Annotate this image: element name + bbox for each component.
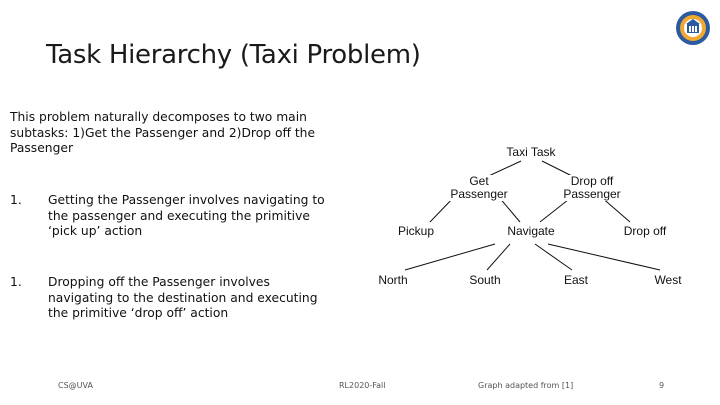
node-south: South [469,273,501,287]
node-navigate: Navigate [507,224,555,238]
edge-navigate-west [547,243,661,271]
intro-text: This problem naturally decomposes to two… [10,110,316,155]
node-get-passenger: Get Passenger [447,175,511,201]
node-drop-off: Drop off [623,224,667,238]
node-north: North [378,273,408,287]
bullet-text: Getting the Passenger involves navigatin… [48,193,325,238]
edge-navigate-south [486,243,511,271]
bullet-number: 1. [10,275,22,289]
node-west: West [654,273,682,287]
bullet-text: Dropping off the Passenger involves navi… [48,275,318,320]
node-drop-off-passenger: Drop off Passenger [560,175,624,201]
footer-credit: Graph adapted from [1] [478,381,574,390]
footer-course: RL2020-Fall [339,381,386,390]
node-taxi-task: Taxi Task [506,145,556,159]
slide-title: Task Hierarchy (Taxi Problem) [46,40,421,70]
bullet-number: 1. [10,193,22,207]
footer-page-number: 9 [659,381,665,390]
node-pickup: Pickup [397,224,435,238]
edge-navigate-east [534,243,573,271]
edge-navigate-north [404,243,496,271]
university-seal-icon [676,11,710,45]
node-east: East [563,273,589,287]
footer-org: CS@UVA [58,381,93,390]
